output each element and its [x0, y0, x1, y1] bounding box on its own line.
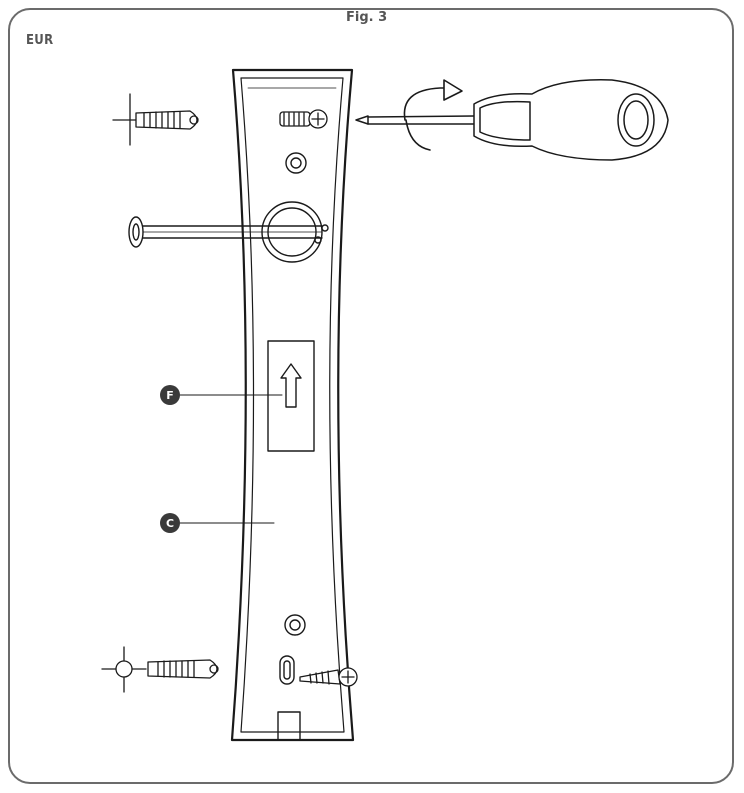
region-label: EUR [26, 33, 54, 48]
mounting-plate [230, 68, 355, 742]
arrow-label-window [267, 340, 315, 452]
upper-boss [285, 152, 307, 174]
upper-wall-plug [112, 93, 199, 146]
figure-frame [8, 8, 734, 784]
spindle-assembly [128, 201, 329, 263]
callout-c: C [160, 513, 180, 533]
screwdriver [355, 79, 669, 161]
upper-plate-screw [279, 109, 328, 129]
callout-f-letter: F [166, 389, 174, 402]
lower-slot [279, 655, 295, 685]
lower-boss [284, 614, 306, 636]
figure-label: Fig. 3 [346, 10, 388, 25]
lower-wall-plug [101, 646, 219, 693]
rotation-arrow-icon [403, 79, 463, 151]
lower-plate-screw [299, 667, 358, 687]
callout-f: F [160, 385, 180, 405]
callout-c-letter: C [166, 517, 174, 530]
